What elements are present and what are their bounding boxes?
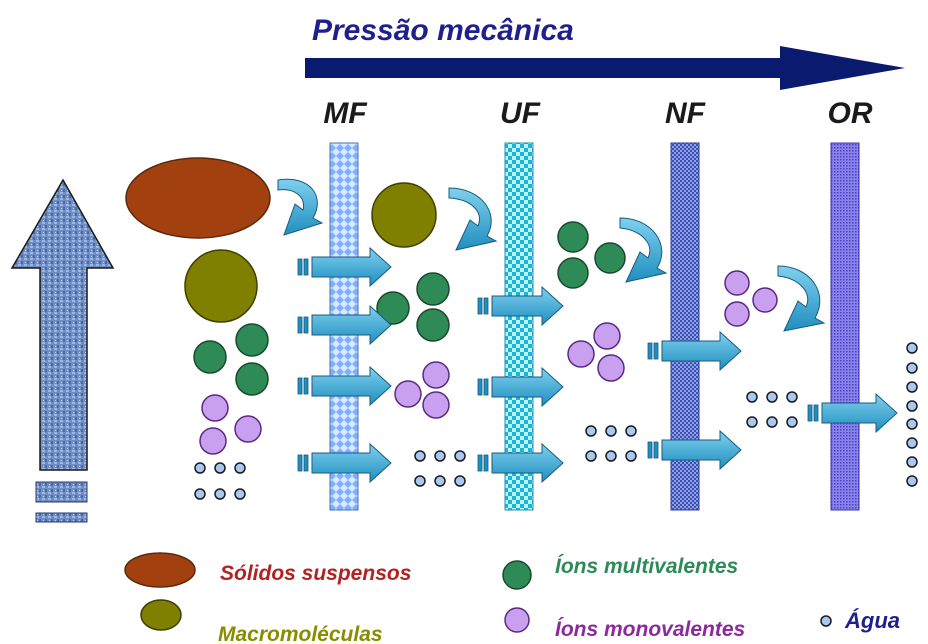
rejection-arrow-icon bbox=[448, 187, 498, 251]
monovalent-ion-particle bbox=[422, 361, 450, 389]
membrane-label-uf: UF bbox=[500, 97, 541, 130]
legend-solids-swatch bbox=[124, 552, 196, 588]
macromolecule-particle bbox=[184, 249, 258, 323]
monovalent-ion-particle bbox=[593, 322, 621, 350]
membrane-or bbox=[830, 142, 860, 511]
multivalent-ion-particle bbox=[557, 257, 589, 289]
water-molecule-group bbox=[414, 450, 466, 487]
monovalent-ion-particle bbox=[567, 340, 595, 368]
water-molecule-group bbox=[585, 425, 637, 462]
monovalent-ion-particle bbox=[199, 427, 227, 455]
water-molecule-group bbox=[746, 391, 798, 428]
multivalent-ion-particle bbox=[193, 340, 227, 374]
rejection-arrow-icon bbox=[619, 217, 668, 283]
membrane-label-or: OR bbox=[828, 97, 873, 130]
permeate-arrow-icon bbox=[311, 365, 392, 407]
monovalent-ion-particle bbox=[752, 287, 778, 313]
membrane-label-mf: MF bbox=[323, 97, 367, 130]
multivalent-ion-particle bbox=[416, 272, 450, 306]
permeate-arrow-icon bbox=[311, 304, 392, 346]
legend-macromolecules-label: Macromoléculas bbox=[218, 623, 383, 644]
legend-macromolecules-swatch bbox=[140, 599, 182, 631]
multivalent-ion-particle bbox=[557, 221, 589, 253]
monovalent-ion-particle bbox=[597, 354, 625, 382]
monovalent-ion-particle bbox=[422, 391, 450, 419]
permeate-arrow-icon bbox=[311, 246, 392, 288]
monovalent-ion-particle bbox=[201, 394, 229, 422]
pressure-arrow bbox=[305, 46, 905, 90]
legend-water-swatch bbox=[820, 615, 832, 627]
legend-water-label: Água bbox=[844, 608, 900, 633]
multivalent-ion-particle bbox=[594, 242, 626, 274]
monovalent-ion-particle bbox=[724, 270, 750, 296]
legend-solids-label: Sólidos suspensos bbox=[220, 562, 411, 585]
permeate-arrow-icon bbox=[661, 429, 742, 471]
legend-monovalent-swatch bbox=[504, 607, 530, 633]
monovalent-ion-particle bbox=[394, 380, 422, 408]
permeate-arrow-icon bbox=[821, 392, 898, 434]
permeate-arrow-icon bbox=[491, 285, 564, 327]
multivalent-ion-particle bbox=[416, 308, 450, 342]
rejection-arrow-icon bbox=[777, 265, 826, 332]
monovalent-ion-particle bbox=[234, 415, 262, 443]
membrane-uf bbox=[504, 142, 534, 511]
arrow-tail-marks bbox=[297, 258, 819, 472]
permeate-arrow-icon bbox=[661, 330, 742, 372]
permeate-arrow-icon bbox=[491, 366, 564, 408]
permeate-arrow-icon bbox=[311, 442, 392, 484]
monovalent-ion-particle bbox=[724, 301, 750, 327]
rejection-arrow-icon bbox=[277, 178, 324, 236]
multivalent-ion-particle bbox=[235, 362, 269, 396]
water-molecule-group bbox=[906, 342, 918, 487]
pressure-up-arrow-icon bbox=[10, 178, 115, 471]
legend-multivalent-label: Íons multivalentes bbox=[555, 555, 738, 578]
multivalent-ion-particle bbox=[376, 291, 410, 325]
multivalent-ion-particle bbox=[235, 323, 269, 357]
pressure-bar-icon bbox=[35, 481, 88, 503]
membrane-label-nf: NF bbox=[665, 97, 706, 130]
pressure-bar-icon bbox=[35, 512, 88, 523]
macromolecule-particle bbox=[371, 182, 437, 248]
pressure-title: Pressão mecânica bbox=[312, 14, 574, 47]
suspended-solid-particle bbox=[125, 157, 271, 239]
legend-monovalent-label: Íons monovalentes bbox=[555, 618, 745, 641]
legend-multivalent-swatch bbox=[502, 560, 532, 590]
water-molecule-group bbox=[194, 462, 246, 500]
permeate-arrow-icon bbox=[491, 442, 564, 484]
